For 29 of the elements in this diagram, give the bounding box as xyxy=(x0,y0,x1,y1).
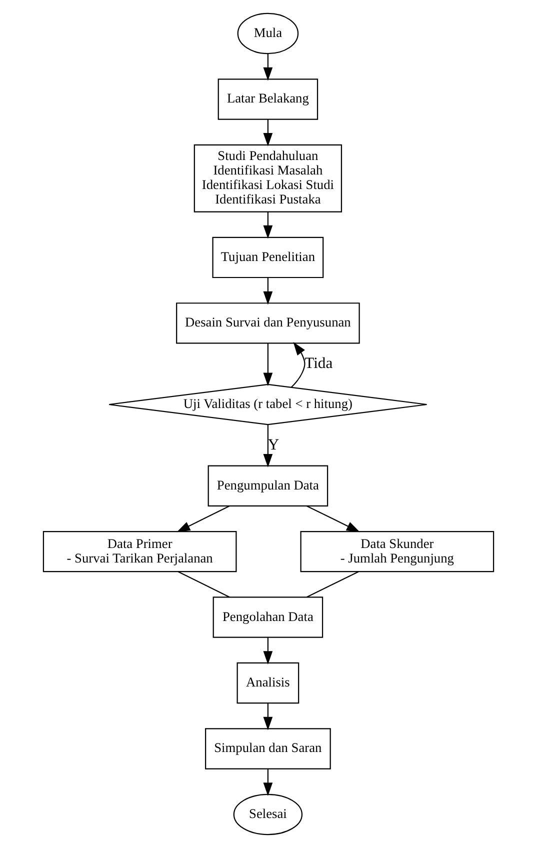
node-box: Desain Survai dan Penyusunan xyxy=(176,302,360,344)
arrow xyxy=(262,277,272,304)
edge-label: Tida xyxy=(304,354,332,372)
node-box: Pengumpulan Data xyxy=(207,464,328,506)
arrow xyxy=(262,424,272,467)
arrow xyxy=(262,702,272,730)
arrow xyxy=(262,212,272,238)
node-box: Data Skunder - Jumlah Pengunjung xyxy=(300,530,494,572)
node-box: Studi Pendahuluan Identifikasi Masalah Identifikasi Lokasi Studi Identifikasi Pustaka xyxy=(193,144,342,212)
arrow xyxy=(262,636,272,664)
node-diamond: Uji Validitas (r tabel < r hitung) xyxy=(108,383,427,425)
arrow xyxy=(306,505,360,532)
node-box: Analisis xyxy=(236,662,299,704)
arrow xyxy=(262,53,272,80)
edge-label: Y xyxy=(267,436,279,453)
node-box: Simpulan dan Saran xyxy=(204,728,330,769)
node-box: Latar Belakang xyxy=(217,78,318,120)
node-box: Tujuan Penelitian xyxy=(212,236,324,278)
arrow xyxy=(262,768,272,796)
arrow xyxy=(262,342,272,386)
node-box: Pengolahan Data xyxy=(212,596,323,638)
arrow xyxy=(176,505,230,532)
arrow xyxy=(262,118,272,146)
node-ellipse: Selesai xyxy=(232,793,302,835)
node-ellipse: Mula xyxy=(236,12,298,54)
node-box: Data Primer - Survai Tarikan Perjalanan xyxy=(42,530,236,572)
arrow xyxy=(290,341,305,388)
connector xyxy=(178,570,230,598)
connector xyxy=(306,570,358,598)
